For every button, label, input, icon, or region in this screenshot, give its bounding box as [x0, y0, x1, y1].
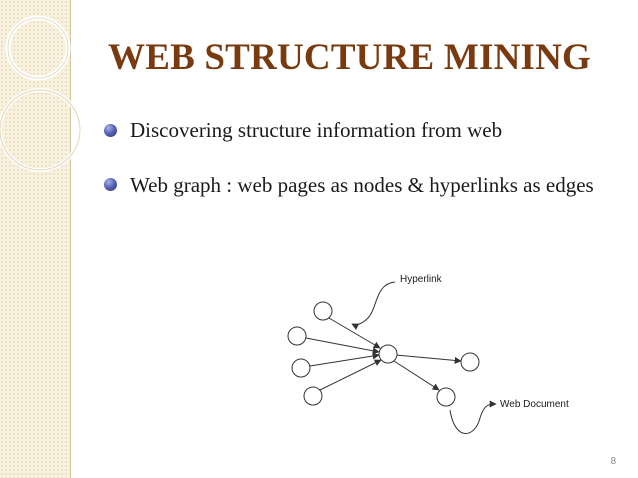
decorative-circles: [0, 15, 82, 172]
graph-edge: [393, 360, 440, 391]
slide-title: WEB STRUCTURE MINING: [108, 37, 592, 78]
graph-node: [291, 358, 311, 378]
side-band-divider: [70, 0, 71, 478]
graph-node: [313, 301, 333, 321]
graph-edge: [395, 354, 462, 364]
bullet-text: Web graph : web pages as nodes & hyperli…: [130, 173, 594, 197]
bullet-dot-icon: [104, 124, 117, 137]
page-number: 8: [610, 456, 616, 467]
graph-node: [303, 386, 323, 406]
graph-edge: [309, 352, 380, 367]
graph-node: [436, 387, 456, 407]
bullet-text: Discovering structure information from w…: [130, 118, 503, 142]
graph-node: [460, 352, 480, 372]
hyperlink-label: Hyperlink: [400, 274, 443, 285]
bullet-dot-icon: [104, 178, 117, 191]
hyperlink-callout-arrow: [351, 281, 396, 330]
web-document-label: Web Document: [500, 399, 569, 410]
graph-node: [287, 326, 307, 346]
graph-edge: [305, 337, 380, 355]
graph-node: [378, 344, 398, 364]
web-graph-diagram: Hyperlink Web Document: [287, 274, 569, 434]
web-document-callout-arrow: [449, 400, 497, 434]
graph-edge: [319, 359, 382, 391]
graph-edge: [328, 317, 381, 349]
